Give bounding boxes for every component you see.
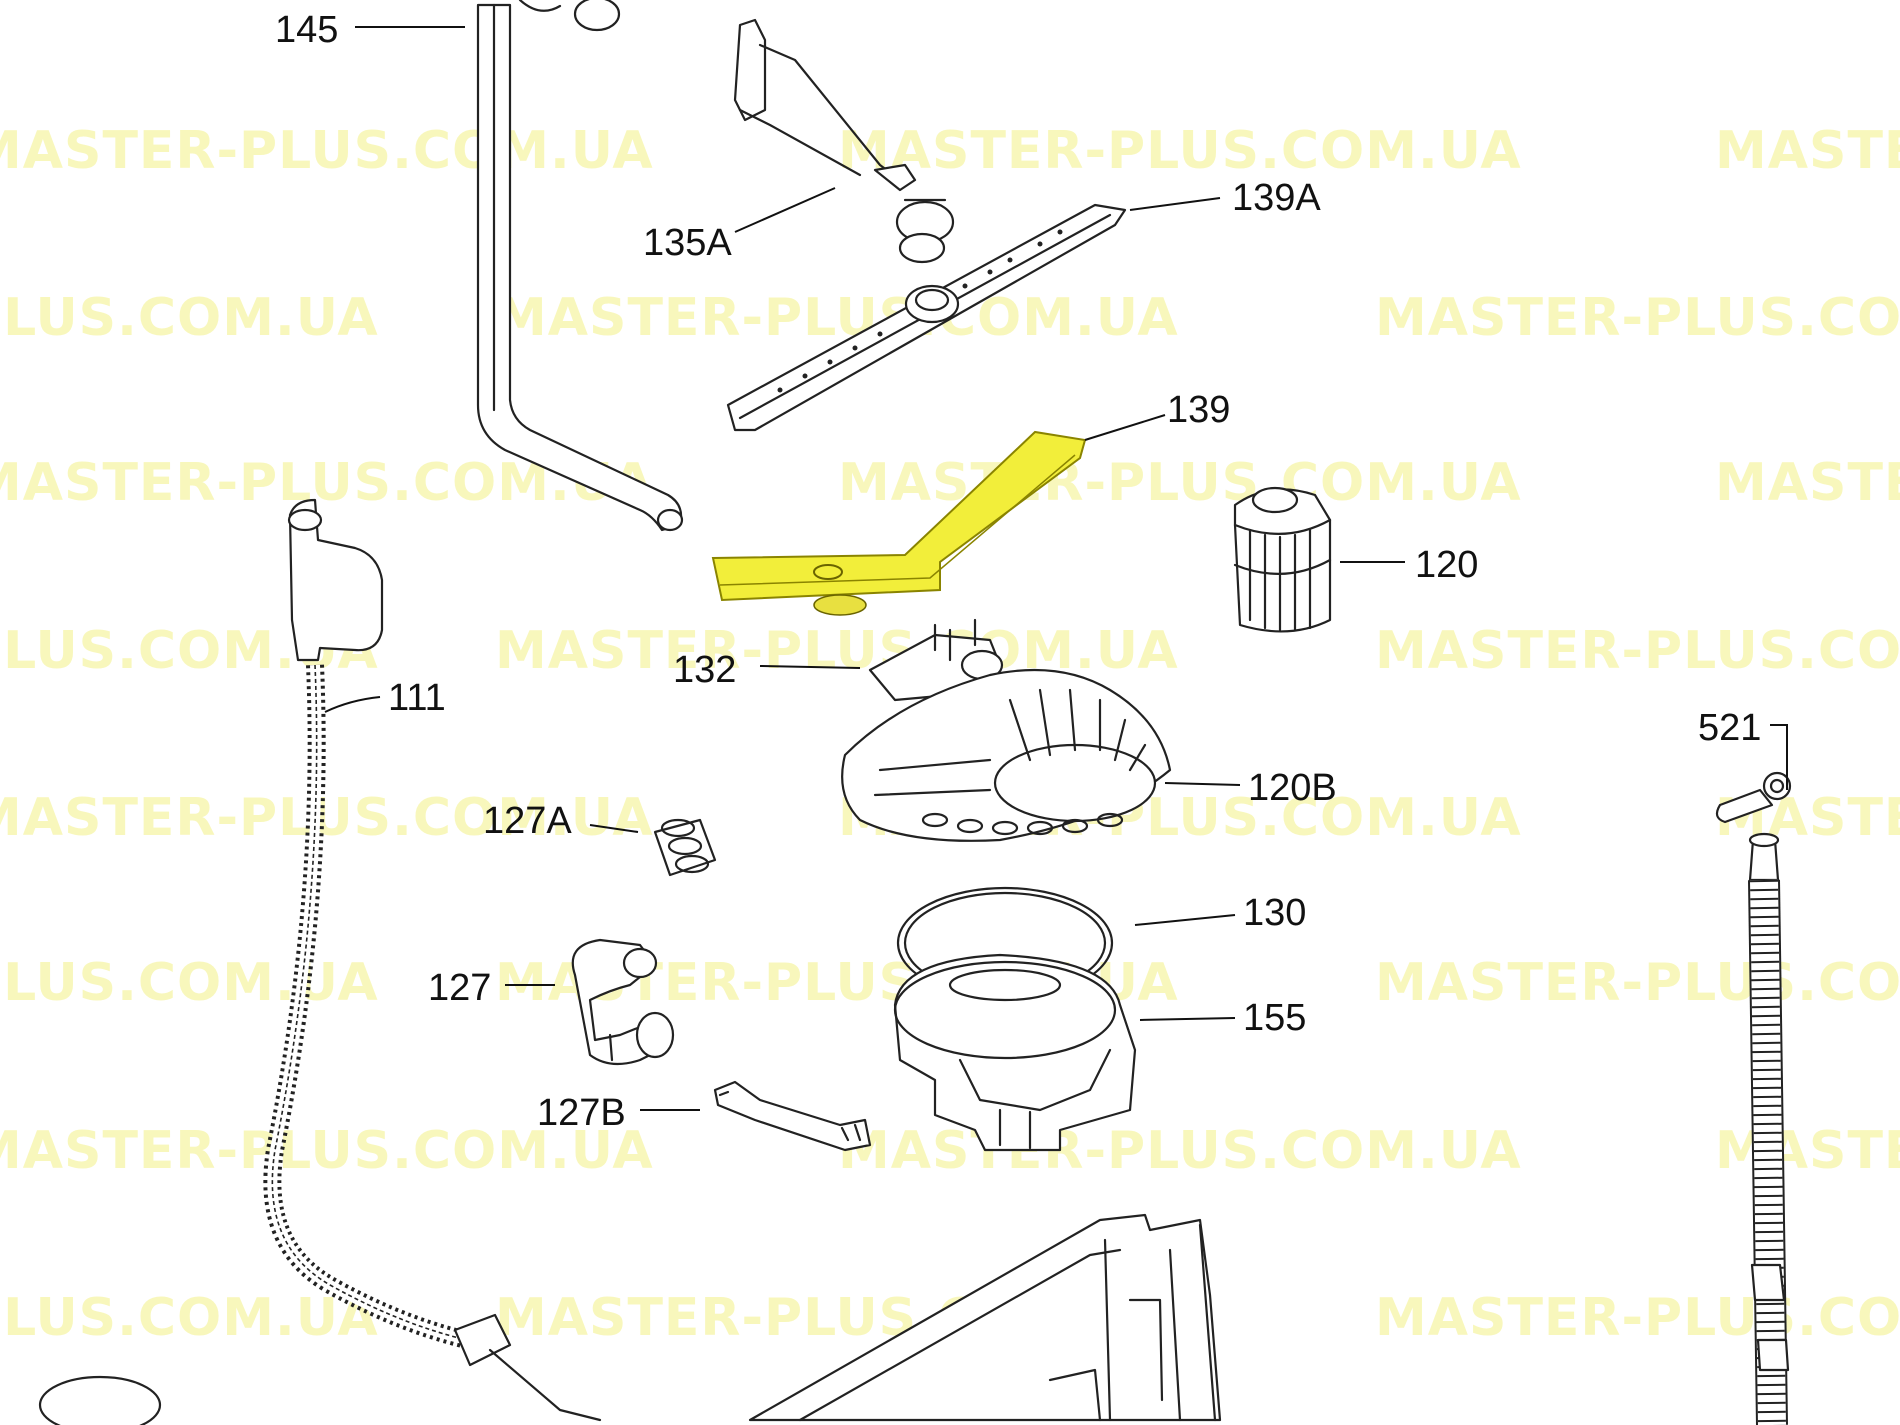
watermark: MASTER-PLUS.COM.UA [0,288,379,348]
label-127b: 127B [537,1092,626,1134]
part-139a-upper-spray-arm [726,203,1127,432]
right-hose [1748,832,1790,1425]
watermark: MASTER-PLUS.COM.UA [0,788,654,848]
watermark: MASTER-PLUS.COM.UA [1375,621,1900,681]
watermark: MASTER-PLUS.COM.UA [838,1121,1522,1181]
part-139-lower-spray-arm [711,430,1087,616]
leader-120b [1164,782,1241,786]
watermark: MASTER-PLUS.COM.UA [1715,1121,1900,1181]
label-127a: 127A [483,800,572,842]
leader-139 [1084,414,1166,441]
leader-lines [324,26,1788,1111]
label-120: 120 [1415,544,1478,586]
part-145-supply-pipe [476,0,684,532]
label-521: 521 [1698,707,1761,749]
label-135a: 135A [643,222,732,264]
leader-130 [1134,914,1236,926]
part-127a-sleeve [653,818,717,877]
leader-139a [1129,197,1221,211]
watermark: MASTER-PLUS.COM.UA [1375,953,1900,1013]
part-127b-small-hose [713,1080,872,1152]
label-139a: 139A [1232,177,1321,219]
leader-111 [324,696,381,713]
leader-127a [589,824,639,833]
label-132: 132 [673,649,736,691]
label-111: 111 [388,677,446,719]
part-111-drain-hose [38,498,602,1425]
watermark: MASTER-PLUS.COM.UA [495,621,1179,681]
part-155-sump [893,953,1137,1152]
watermark: MASTER-PLUS.COM.UA [0,953,379,1013]
watermark: MASTER-PLUS.COM.UA [0,1288,379,1348]
watermark: MASTER-PLUS.COM.UA [0,1121,654,1181]
label-155: 155 [1243,997,1306,1039]
watermark: MASTER-PLUS.COM.UA [0,121,654,181]
label-120b: 120B [1248,767,1337,809]
label-139: 139 [1167,389,1230,431]
watermark: MASTER-PLUS.COM.UA [495,288,1179,348]
label-130: 130 [1243,892,1306,934]
watermark: MASTER-PLUS.COM.UA [1375,288,1900,348]
label-127: 127 [428,967,491,1009]
part-120-filter [1233,486,1332,633]
watermark: MASTER-PLUS.COM.UA [1375,1288,1900,1348]
leader-155 [1139,1017,1236,1021]
leader-521 [1770,724,1788,790]
part-120b-filter-plate [841,668,1172,842]
label-145: 145 [275,9,338,51]
leader-135a [734,187,836,233]
watermark: MASTER-PLUS.COM.UA [838,121,1522,181]
leader-132 [759,665,861,669]
watermark: MASTER-PLUS.COM.UA [1715,453,1900,513]
part-127-elbow [571,938,675,1066]
watermark: MASTER-PLUS.COM.UA [1715,121,1900,181]
part-labels: 145 135A 139A 139 120 132 111 120B 521 1… [275,9,1761,1134]
part-135a-spray-arm-holder [733,18,955,264]
base-tub [748,1213,1222,1422]
part-521-cleaning-tool [1715,771,1792,824]
watermark: MASTER-PLUS.COM.UA [838,453,1522,513]
